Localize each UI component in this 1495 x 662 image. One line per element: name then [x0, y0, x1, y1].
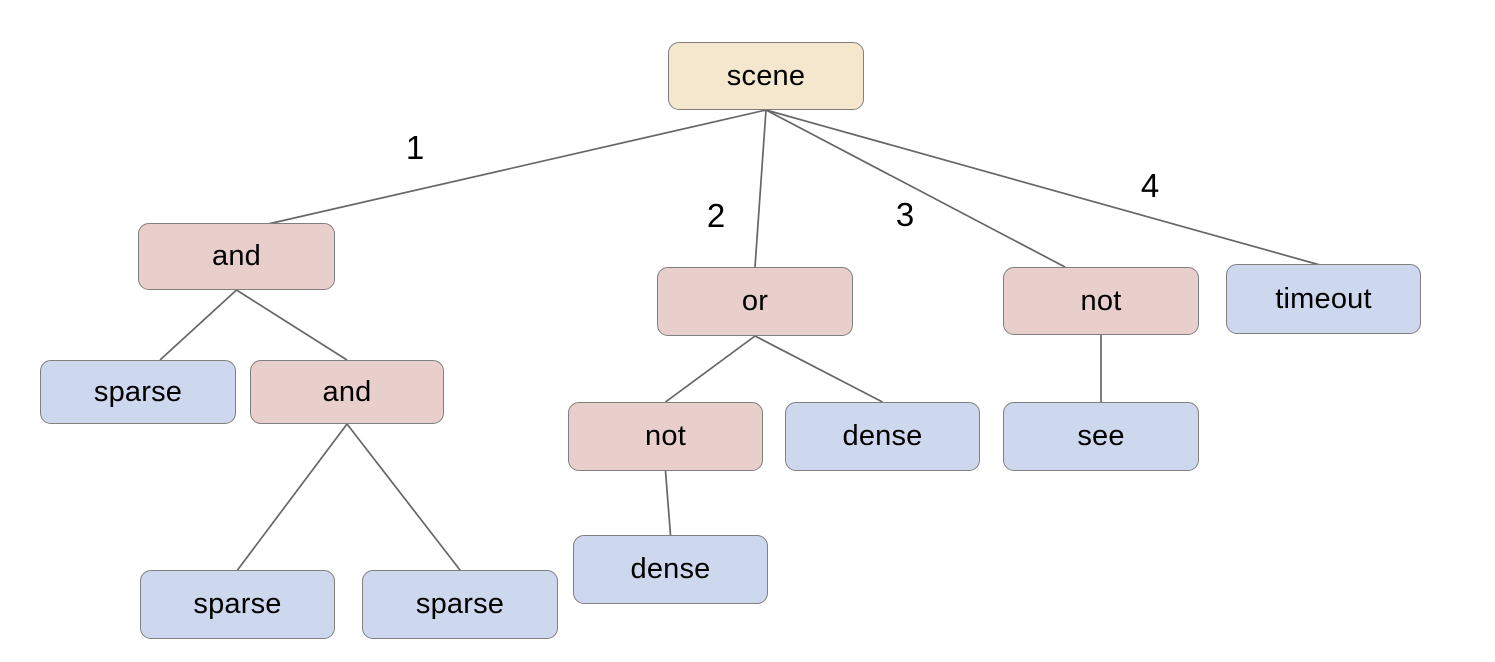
- tree-node-dense2: dense: [573, 535, 768, 604]
- edge-and1-and2: [236, 289, 348, 361]
- edge-label-2: 2: [707, 197, 725, 234]
- tree-node-see1: see: [1003, 402, 1199, 471]
- edge-scene-or1: [754, 109, 767, 268]
- edge-scene-not1: [765, 109, 1066, 268]
- tree-node-or1: or: [657, 267, 853, 336]
- edge-or1-dense1: [754, 335, 883, 403]
- tree-node-dense1: dense: [785, 402, 980, 471]
- tree-node-and2: and: [250, 360, 444, 424]
- tree-node-sparse2: sparse: [140, 570, 335, 639]
- tree-node-not2: not: [568, 402, 763, 471]
- edge-or1-not2: [664, 335, 756, 403]
- edge-and1-sparse1: [159, 289, 238, 361]
- tree-node-sparse1: sparse: [40, 360, 236, 424]
- tree-node-not1: not: [1003, 267, 1199, 335]
- tree-node-and1: and: [138, 223, 335, 290]
- edge-and2-sparse2: [236, 423, 348, 571]
- edge-label-1: 1: [406, 129, 424, 166]
- tree-node-scene: scene: [668, 42, 864, 110]
- edge-scene-and1: [267, 109, 767, 225]
- edge-label-3: 3: [896, 196, 914, 233]
- tree-node-timeout1: timeout: [1226, 264, 1421, 334]
- edge-label-4: 4: [1141, 167, 1159, 204]
- edge-scene-timeout1: [765, 109, 1321, 266]
- edge-not2-dense2: [664, 470, 672, 536]
- tree-node-sparse3: sparse: [362, 570, 558, 639]
- edge-and2-sparse3: [346, 423, 461, 571]
